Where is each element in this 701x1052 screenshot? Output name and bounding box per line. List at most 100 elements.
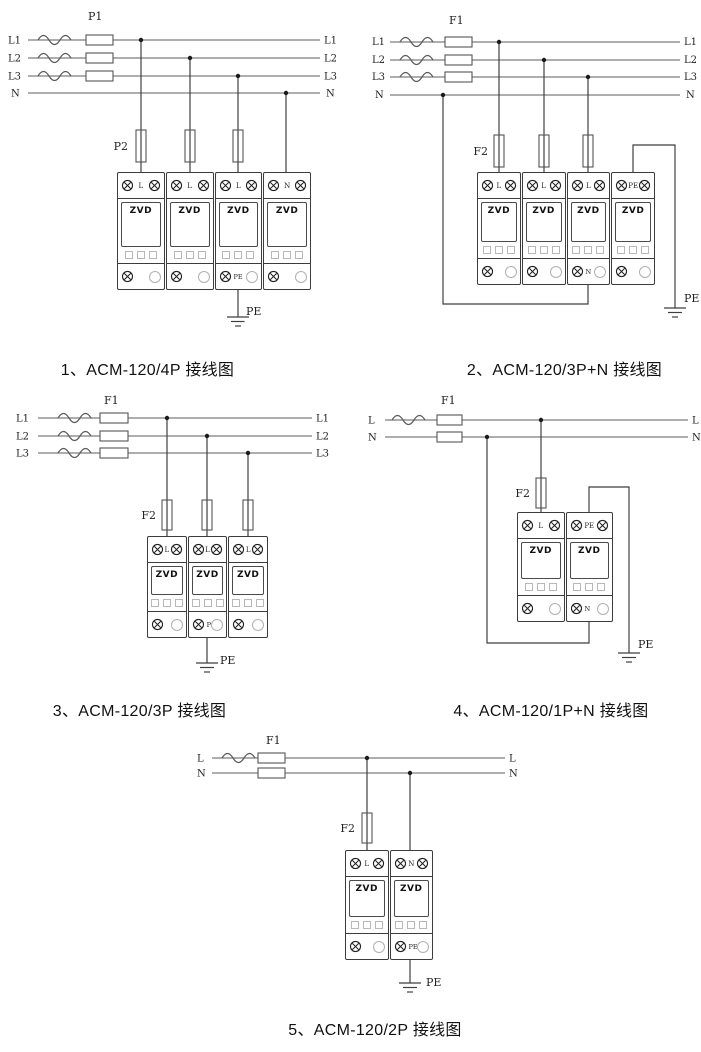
supply-lines (28, 39, 320, 94)
line-label: L1 (684, 37, 697, 48)
indicator-circle (246, 270, 259, 283)
zvd-window: ZVD (481, 202, 517, 242)
indicator-circle (597, 602, 609, 615)
line-label: L2 (8, 54, 21, 65)
module-body: ZVD (567, 539, 613, 595)
inductor-coils (37, 34, 72, 82)
screw-terminal-icon (219, 270, 231, 283)
ground-symbol (618, 652, 640, 663)
zvd-window: ZVD (349, 880, 385, 917)
line-label: L (368, 416, 375, 427)
branch-fuses (493, 134, 594, 168)
indicator-squares (524, 583, 557, 591)
terminal-label: N (408, 859, 415, 868)
zvd-window: ZVD (218, 202, 259, 247)
indicator-squares (617, 246, 650, 254)
screw-terminal-icon (571, 179, 583, 192)
zvd-window: ZVD (569, 542, 609, 579)
line-label: L (509, 754, 516, 765)
line-label: N (509, 769, 518, 780)
screw-terminal-icon (219, 179, 231, 192)
module-body: ZVD (612, 199, 654, 258)
branch-drops (166, 418, 249, 536)
indicator-squares (573, 583, 606, 591)
terminal-label: L (586, 181, 591, 190)
terminal-label: L (245, 545, 251, 554)
zvd-window: ZVD (393, 880, 429, 917)
indicator-circle (295, 270, 307, 283)
top-terminal-row: L (567, 173, 610, 199)
screw-terminal-icon (233, 543, 245, 556)
terminal-label: N (584, 604, 591, 613)
junction-dots (364, 755, 413, 776)
supply-lines (390, 41, 680, 96)
screw-terminal-icon (349, 857, 362, 870)
top-terminal-row: PE (612, 173, 654, 199)
fuse-label: F1 (441, 394, 456, 407)
screw-terminal-icon (268, 270, 280, 283)
bottom-terminal-row: PE (390, 933, 432, 959)
indicator-circle (417, 940, 429, 953)
screw-terminal-icon (170, 543, 182, 556)
screw-terminal-icon (521, 602, 534, 615)
indicator-circle (372, 940, 385, 953)
terminal-label: L (164, 545, 170, 554)
indicator-circle (170, 618, 183, 631)
branch-drops (140, 40, 287, 172)
module-body: ZVD (229, 563, 267, 611)
line-label: L1 (8, 36, 21, 47)
zvd-label: ZVD (400, 884, 423, 894)
indicator-circle (549, 265, 562, 278)
line-label: N (197, 769, 206, 780)
top-terminal-row: L (229, 537, 268, 563)
diagram-2-caption: 2、ACM-120/3P+N 接线图 (466, 362, 663, 379)
diagram-3-caption: 3、ACM-120/3P 接线图 (52, 703, 227, 720)
pe-label: PE (426, 976, 441, 989)
inductor-coils (391, 414, 426, 426)
top-terminal-row: L (215, 173, 262, 199)
branch-fuses (161, 499, 254, 531)
screw-terminal-icon (349, 940, 362, 953)
zvd-window: ZVD (525, 202, 562, 242)
screw-terminal-icon (504, 179, 516, 192)
module-body: ZVD (523, 199, 565, 258)
indicator-squares (572, 246, 605, 254)
screw-terminal-icon (481, 179, 494, 192)
screw-terminal-icon (638, 179, 651, 192)
line-label: N (375, 90, 384, 101)
inductor-coils (57, 412, 92, 459)
line-label: L1 (316, 414, 329, 425)
spd-module: L ZVD (228, 536, 269, 638)
line-label: L3 (324, 72, 337, 83)
screw-terminal-icon (211, 543, 223, 556)
supply-lines (38, 417, 312, 454)
inductor-coils (399, 36, 434, 83)
indicator-squares (271, 251, 304, 259)
fuse-label: P2 (114, 140, 128, 153)
module-body: ZVD (264, 199, 310, 263)
pe-label: PE (220, 654, 235, 667)
indicator-squares (173, 251, 206, 259)
screw-terminal-icon (246, 179, 258, 192)
bottom-terminal-row (264, 263, 310, 289)
screw-terminal-icon (372, 857, 384, 870)
terminal-label: PE (206, 620, 212, 629)
pe-label: PE (246, 305, 261, 318)
screw-terminal-icon (616, 179, 628, 192)
indicator-circle (211, 618, 224, 631)
bottom-terminal-row (478, 258, 520, 284)
line-label: L3 (8, 72, 21, 83)
screw-terminal-icon (170, 270, 182, 283)
zvd-label: ZVD (275, 206, 299, 216)
screw-terminal-icon (548, 519, 560, 532)
zvd-label: ZVD (236, 570, 260, 580)
terminal-label: L (138, 181, 144, 190)
